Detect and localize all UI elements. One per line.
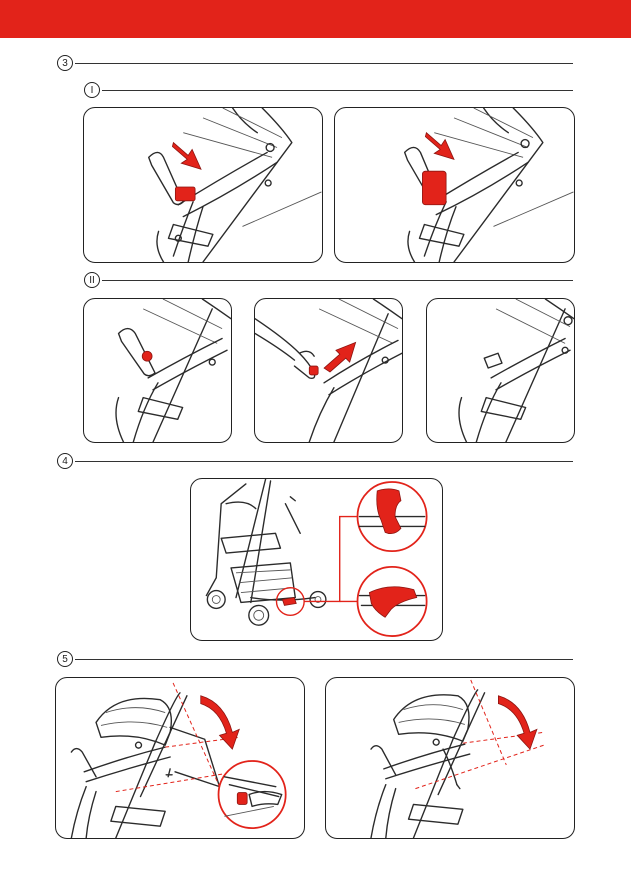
step-5-number: 5 xyxy=(62,654,68,665)
step-4-rule xyxy=(75,461,573,462)
step-3-sub-2-number: II xyxy=(89,275,95,286)
panel-3-1-unlock xyxy=(83,107,323,263)
header-band xyxy=(0,0,631,38)
stroller-handle-illustration xyxy=(427,299,574,442)
recline-lever-zoom xyxy=(219,761,286,828)
step-3-sub-1-marker: I xyxy=(84,82,100,98)
panel-5-canopy-adjust xyxy=(55,677,305,839)
hand-press-illustration xyxy=(255,299,402,442)
step-3-sub-1-rule xyxy=(102,90,573,91)
stroller-handle-illustration xyxy=(335,108,574,262)
stroller-canopy-illustration xyxy=(56,678,304,838)
rotate-arrow-icon xyxy=(498,696,537,749)
rotate-arrow-icon xyxy=(201,696,240,749)
release-button xyxy=(142,351,152,361)
step-3-marker: 3 xyxy=(57,55,73,71)
step-3-number: 3 xyxy=(62,58,68,69)
pull-arrow-icon xyxy=(324,342,356,372)
step-4-marker: 4 xyxy=(57,453,73,469)
step-3-rule xyxy=(75,63,573,64)
step-5-marker: 5 xyxy=(57,651,73,667)
panel-3-1-locked xyxy=(334,107,575,263)
panel-3-2-released xyxy=(426,298,575,443)
stroller-canopy-illustration xyxy=(326,678,574,838)
fold-lock-button xyxy=(175,187,195,201)
recline-guide-line-1 xyxy=(173,683,219,787)
stroller-handle-illustration xyxy=(84,299,231,442)
step-4-number: 4 xyxy=(62,456,68,467)
recline-lever xyxy=(237,793,247,805)
stroller-brake-illustration xyxy=(191,479,442,640)
stroller-handle-illustration xyxy=(84,108,322,262)
fold-lock-button xyxy=(422,171,446,205)
panel-5-canopy-adjust-alt xyxy=(325,677,575,839)
panel-3-2-button xyxy=(83,298,232,443)
step-3-sub-2-rule xyxy=(102,280,573,281)
panel-3-2-press xyxy=(254,298,403,443)
step-5-rule xyxy=(75,659,573,660)
release-button xyxy=(309,366,318,375)
callout-line-top xyxy=(304,517,357,602)
step-3-sub-2-marker: II xyxy=(84,272,100,288)
panel-4-brake xyxy=(190,478,443,641)
step-3-sub-1-number: I xyxy=(91,85,94,96)
push-arrow-icon xyxy=(172,143,201,170)
